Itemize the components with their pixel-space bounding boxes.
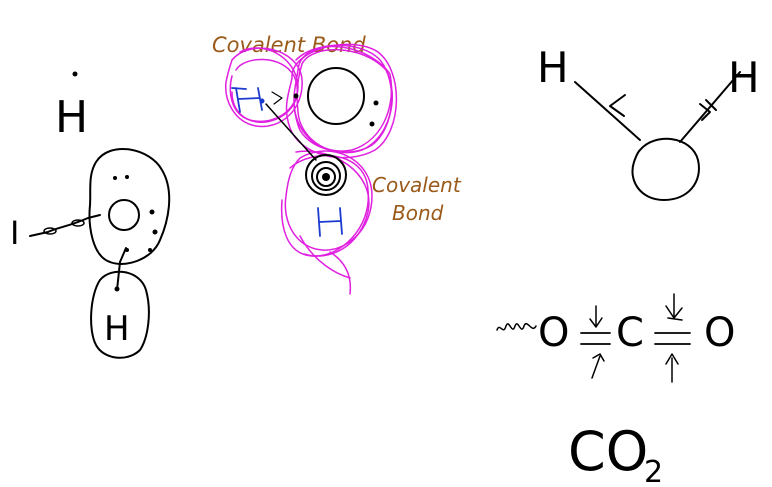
electron-dot xyxy=(373,100,379,106)
electron-arrow-down-left xyxy=(589,305,603,328)
co2-formula-main: CO xyxy=(568,420,648,483)
orbital-loop xyxy=(231,58,299,123)
i-left-label: I xyxy=(10,214,19,252)
blue-h-mark-bottom xyxy=(317,207,343,237)
core-ring xyxy=(305,154,347,196)
orbital-loop xyxy=(299,235,351,279)
electron-dot xyxy=(148,248,152,252)
core-dot xyxy=(322,173,330,181)
electron-dot xyxy=(293,93,299,99)
electron-dot xyxy=(369,121,375,127)
blue-h-mark-left xyxy=(231,87,263,113)
core-ring xyxy=(316,167,336,187)
bond-line-right xyxy=(679,71,741,143)
electron-dot xyxy=(259,98,265,104)
orbital-loop xyxy=(225,47,303,128)
middle-orbital-sketch: Covalent Bond Covalent xyxy=(212,33,462,295)
oxygen-nucleus-middle xyxy=(307,67,365,125)
h-bottom-label: H xyxy=(104,309,130,349)
oxygen-nucleus-left xyxy=(108,199,140,231)
water-h-left-label: H xyxy=(537,43,569,92)
co2-sketch: O C O CO 2 xyxy=(496,293,735,487)
bond-line xyxy=(654,332,691,345)
bond-line-left xyxy=(574,81,641,141)
core-ring xyxy=(311,161,341,191)
electron-dot xyxy=(113,176,117,180)
covalent-bond-side-label-2: Bond xyxy=(392,201,444,225)
bond-line-bottom xyxy=(116,247,127,291)
electron-arrow-right xyxy=(699,99,717,121)
scribble-mark xyxy=(496,323,537,331)
hydrogen-shell-bottom xyxy=(90,270,150,359)
electron-arrow-left xyxy=(609,94,626,117)
electron-dot xyxy=(72,71,78,77)
water-h-right-label: H xyxy=(728,53,760,102)
orbital-loop xyxy=(285,43,398,159)
electron-dot xyxy=(125,248,129,252)
electron-dot xyxy=(149,209,155,215)
electron-pair-left xyxy=(43,227,57,235)
co2-right-o-label: O xyxy=(704,310,735,356)
electron-arrow-up-left xyxy=(591,353,605,379)
electron-arrow-down-right xyxy=(665,293,683,321)
orbital-loop xyxy=(284,150,373,251)
co2-c-label: C xyxy=(616,310,644,356)
small-arrow xyxy=(271,91,283,105)
oxygen-atom-water xyxy=(631,137,700,201)
covalent-bond-side-label-1: Covalent xyxy=(372,173,462,197)
left-molecule-sketch: H I H xyxy=(10,71,171,359)
bond-line-left xyxy=(29,214,101,237)
h-atom-top-label: H xyxy=(55,92,88,143)
water-molecule-sketch: H H xyxy=(537,43,760,201)
electron-arrow-up-right xyxy=(665,353,679,383)
electron-dot xyxy=(125,175,129,179)
bond-connector xyxy=(265,103,317,161)
orbital-loop xyxy=(329,251,352,295)
co2-left-o-label: O xyxy=(538,310,569,356)
oxygen-shell-left xyxy=(88,147,171,265)
co2-formula-subscript: 2 xyxy=(644,455,663,487)
electron-pair-left xyxy=(71,219,85,227)
electron-dot xyxy=(114,286,120,292)
orbital-loop xyxy=(293,45,393,152)
bond-line xyxy=(580,332,611,345)
electron-dot xyxy=(152,229,158,235)
orbital-loop xyxy=(296,48,393,154)
